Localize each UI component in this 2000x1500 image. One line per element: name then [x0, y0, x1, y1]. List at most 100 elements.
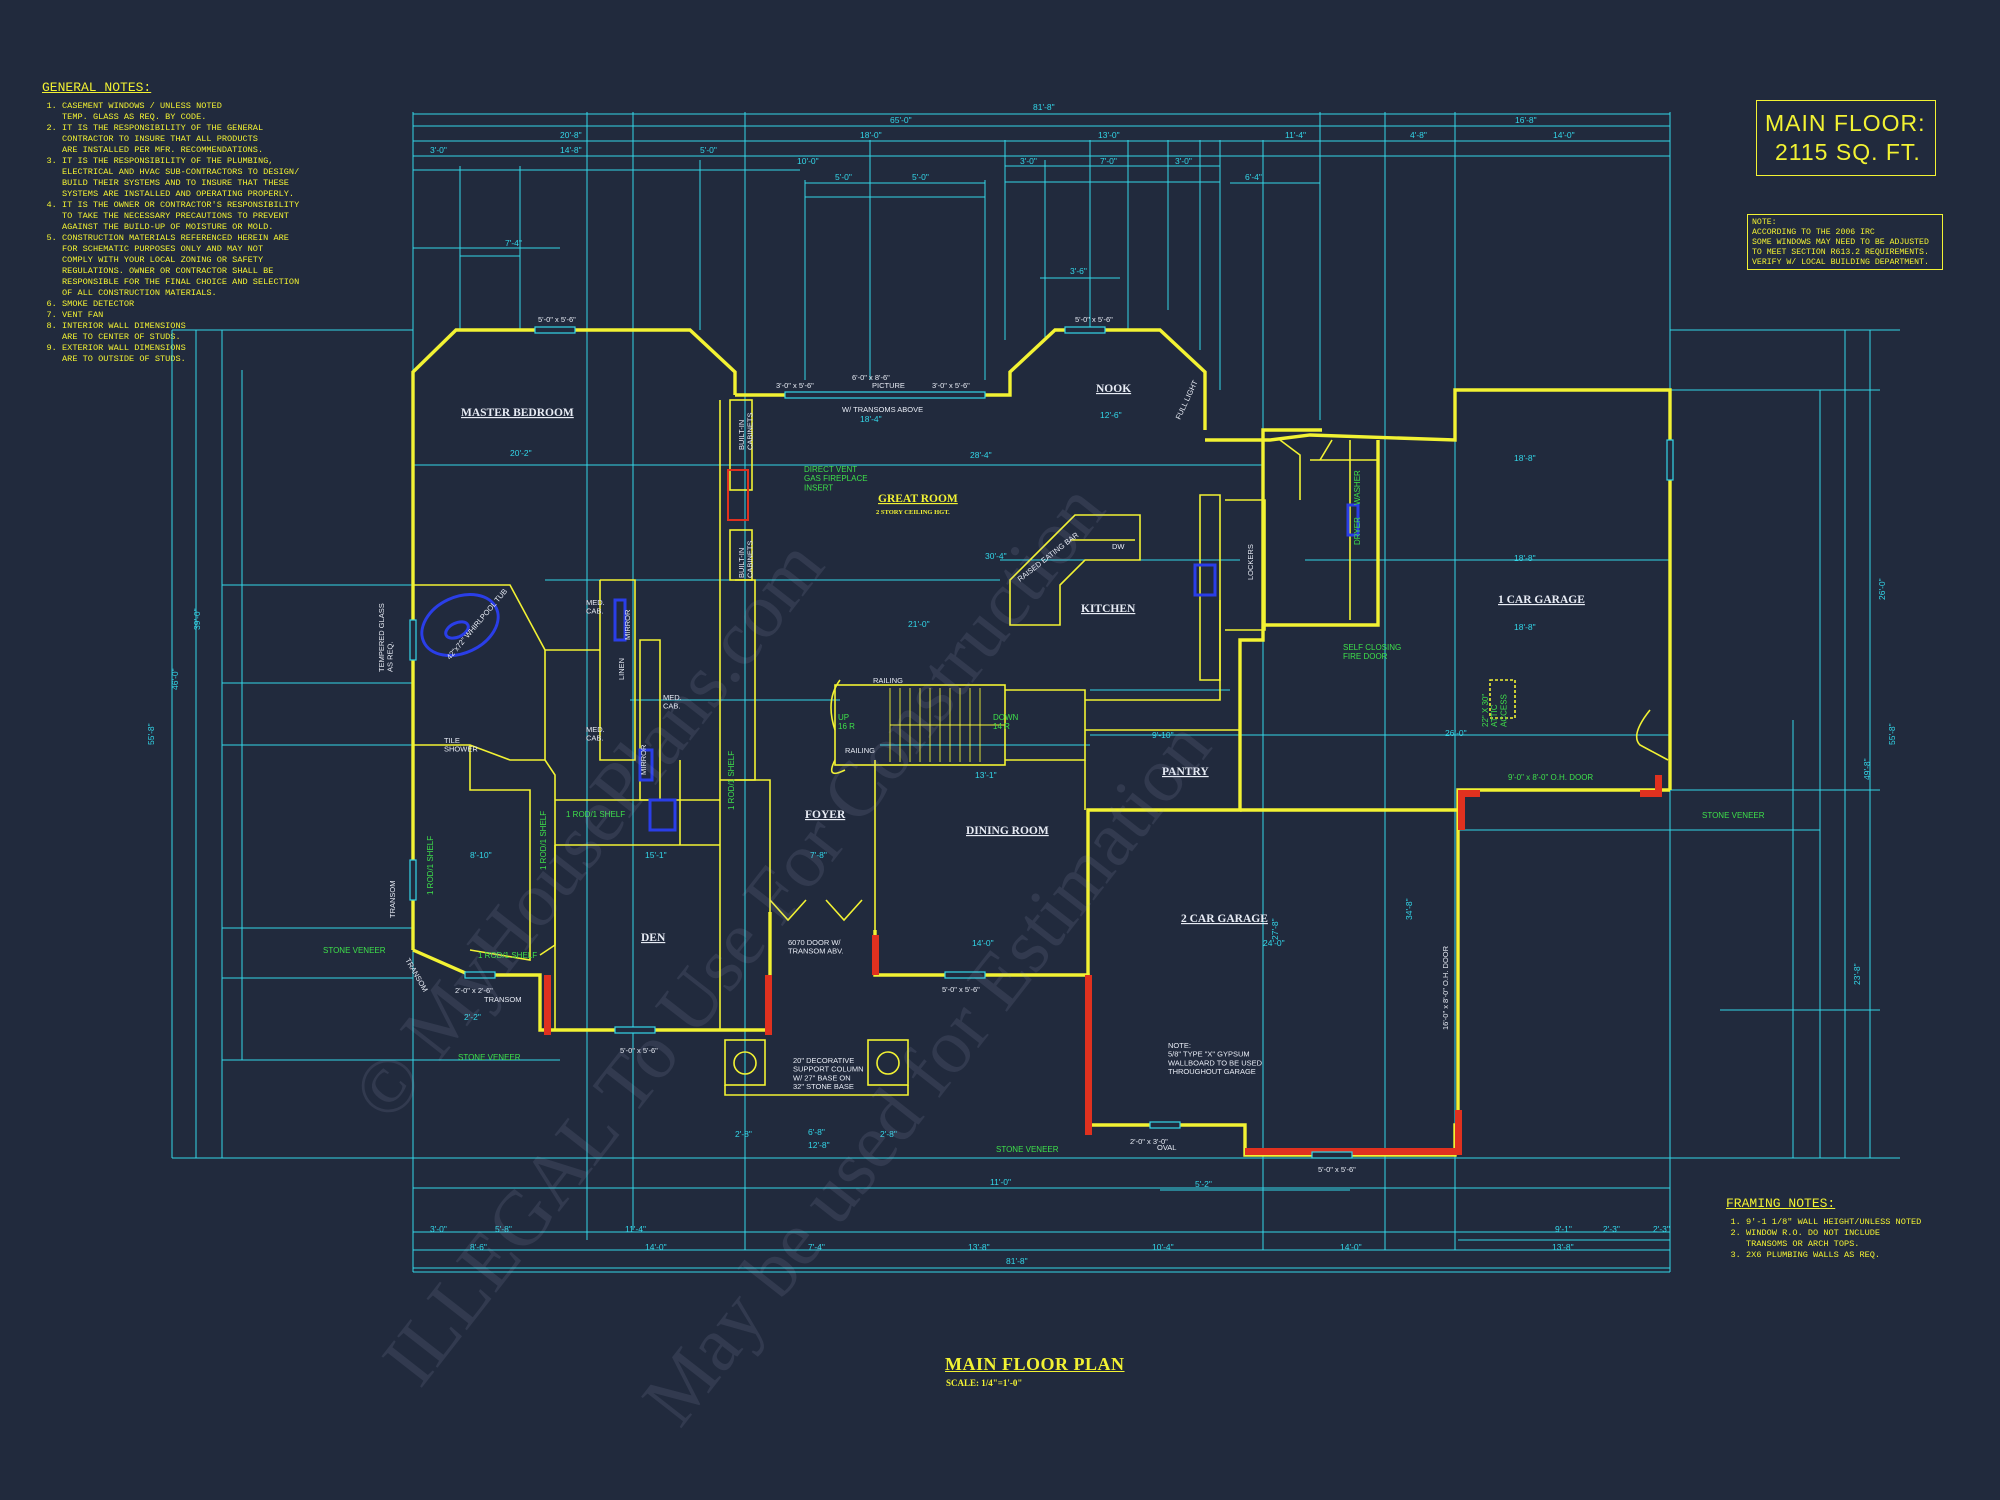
- room-great-room: GREAT ROOM: [878, 493, 958, 505]
- dim-right: 55'-8": [1887, 723, 1897, 745]
- room-pantry: PANTRY: [1162, 766, 1209, 778]
- general-note: IT IS THE OWNER OR CONTRACTOR'S RESPONSI…: [62, 200, 299, 233]
- dim: 7'-4": [505, 238, 522, 248]
- dim: 9'-10": [1152, 730, 1174, 740]
- dim-left: 55'-8": [146, 723, 156, 745]
- fixtures: [420, 469, 1360, 832]
- dim: 14'-0": [972, 938, 994, 948]
- room-1-car-garage: 1 CAR GARAGE: [1498, 594, 1585, 606]
- dim: 5'-8": [495, 1224, 512, 1234]
- general-note: CONSTRUCTION MATERIALS REFERENCED HEREIN…: [62, 233, 299, 299]
- dim-overall-top: 81'-8": [1033, 102, 1055, 112]
- dim: 7'-4": [808, 1242, 825, 1252]
- stone-veneer-label: STONE VENEER: [323, 946, 386, 955]
- irc-note-line: SOME WINDOWS MAY NEED TO BE ADJUSTED: [1752, 238, 1929, 247]
- med-cab-label: MED.CAB.: [663, 693, 682, 711]
- room-2-car-garage: 2 CAR GARAGE: [1181, 913, 1268, 925]
- washer-label: WASHER: [1353, 470, 1362, 505]
- dw-label: DW: [1112, 542, 1125, 551]
- linen-label: LINEN: [617, 658, 626, 680]
- transom-label: TRANSOM: [484, 995, 522, 1004]
- shelf-label: 1 ROD/1 SHELF: [566, 810, 625, 819]
- dim: 4'-8": [1410, 130, 1427, 140]
- window-size: 2'-0" x 2'-6": [455, 986, 493, 995]
- dim: 3'-0": [1020, 156, 1037, 166]
- lockers-label: LOCKERS: [1246, 544, 1255, 580]
- dim-left: 46'-0": [170, 668, 180, 690]
- framing-note: 2X6 PLUMBING WALLS AS REQ.: [1746, 1250, 1921, 1261]
- attic-access-label: 22" X 30"ATTICACCESS: [1481, 694, 1508, 727]
- window-size: 5'-0" x 5'-6": [1318, 1165, 1356, 1174]
- floor-area-box: MAIN FLOOR: 2115 SQ. FT.: [1756, 100, 1936, 176]
- dim: 20'-2": [510, 448, 532, 458]
- tempered-glass-label: TEMPERED GLASSAS REQ.: [377, 603, 395, 672]
- dim: 18'-4": [860, 414, 882, 424]
- general-note: VENT FAN: [62, 310, 299, 321]
- dim: 16'-8": [1515, 115, 1537, 125]
- room-master-bedroom: MASTER BEDROOM: [461, 407, 574, 419]
- interior-walls: [412, 399, 1669, 1096]
- dim: 7'-0": [1100, 156, 1117, 166]
- dim: 13'-8": [968, 1242, 990, 1252]
- dim-right: 49'-8": [1862, 758, 1872, 780]
- window-size: 3'-0" x 5'-6": [776, 381, 814, 390]
- dim: 11'-4": [625, 1224, 646, 1234]
- dim: 7'-8": [810, 850, 827, 860]
- dim: 11'-4": [1285, 130, 1306, 140]
- dim: 10'-0": [797, 156, 819, 166]
- dim: 3'-0": [430, 145, 447, 155]
- mirror-label: MIRROR: [639, 744, 648, 775]
- dim: 27'-8": [1270, 918, 1280, 940]
- top-dimensions: 81'-8" 65'-0" 16'-8" 20'-8" 18'-0" 13'-0…: [412, 102, 1671, 1272]
- dim-right: 23'-8": [1852, 963, 1862, 985]
- dim: 5'-0": [835, 172, 852, 182]
- built-in-label: BUILT-INCABINETS: [737, 412, 755, 450]
- framing-notes-title: FRAMING NOTES:: [1726, 1196, 1836, 1211]
- floor-area-label: MAIN FLOOR:: [1765, 110, 1926, 136]
- shelf-label: 1 ROD/1 SHELF: [478, 951, 537, 960]
- door-6070-label: 6070 DOOR W/TRANSOM ABV.: [788, 938, 844, 956]
- oh-door-label: 16'-0" x 8'-0" O.H. DOOR: [1441, 945, 1450, 1030]
- dim: 2'-2": [464, 1012, 481, 1022]
- picture-label: PICTURE: [872, 381, 905, 390]
- room-labels: MASTER BEDROOM GREAT ROOM 2 STORY CEILIN…: [461, 383, 1585, 944]
- plan-title: MAIN FLOOR PLAN: [945, 1354, 1125, 1374]
- window-size: 5'-0" x 5'-6": [538, 315, 576, 324]
- dim: 24'-0": [1263, 938, 1285, 948]
- windows: [409, 326, 1674, 1159]
- med-cab-label: MED.CAB.: [586, 598, 605, 616]
- irc-note-line: TO MEET SECTION R613.2 REQUIREMENTS.: [1752, 248, 1929, 257]
- dim: 18'-0": [860, 130, 882, 140]
- stone-veneer-label: STONE VENEER: [458, 1053, 521, 1062]
- transom-label: TRANSOM: [388, 881, 397, 919]
- window-size: 2'-0" x 3'-0": [1130, 1137, 1168, 1146]
- dim: 3'-6": [1070, 266, 1087, 276]
- plan-scale: SCALE: 1/4"=1'-0": [946, 1378, 1023, 1388]
- dim: 14'-0": [645, 1242, 667, 1252]
- general-note: EXTERIOR WALL DIMENSIONS ARE TO OUTSIDE …: [62, 343, 299, 365]
- shelf-label: 1 ROD/1 SHELF: [727, 751, 736, 810]
- dim: 2'-8": [735, 1129, 752, 1139]
- built-in-label: BUILT-INCABINETS: [737, 540, 755, 578]
- dim: 14'-8": [560, 145, 582, 155]
- oval-label: OVAL: [1157, 1143, 1176, 1152]
- dim: 18'-8": [1514, 553, 1536, 563]
- shelf-label: 1 ROD/1 SHELF: [539, 811, 548, 870]
- window-size: 3'-0" x 5'-6": [932, 381, 970, 390]
- dim: 34'-8": [1404, 898, 1414, 920]
- dim: 2'-8": [880, 1129, 897, 1139]
- floor-area-value: 2115 SQ. FT.: [1775, 138, 1921, 165]
- general-note: SMOKE DETECTOR: [62, 299, 299, 310]
- side-dimensions: 55'-8" 46'-0" 39'-0" 55'-8" 49'-8" 26'-0…: [146, 329, 1900, 1273]
- dim: 3'-0": [1175, 156, 1192, 166]
- irc-note-line: ACCORDING TO THE 2006 IRC: [1752, 228, 1875, 237]
- dim: 18'-8": [1514, 622, 1536, 632]
- general-note: INTERIOR WALL DIMENSIONS ARE TO CENTER O…: [62, 321, 299, 343]
